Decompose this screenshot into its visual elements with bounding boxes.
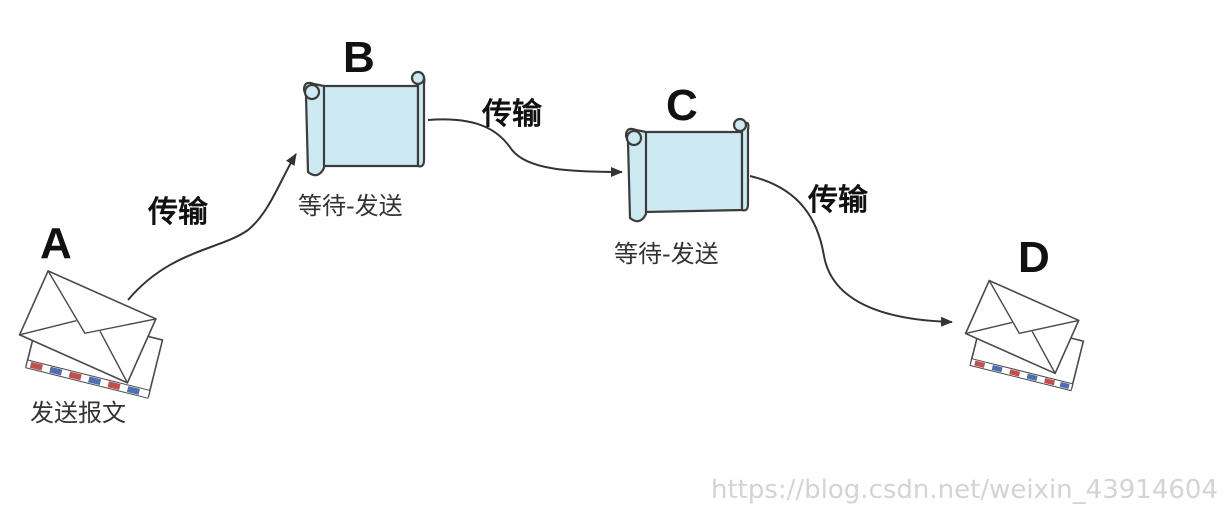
node-c: C 等待-发送 (614, 81, 750, 268)
node-b-letter: B (343, 33, 375, 82)
edge-c-d-label: 传输 (807, 183, 869, 218)
watermark-text: https://blog.csdn.net/weixin_43914604 (711, 475, 1218, 505)
envelope-stack-icon (964, 279, 1085, 392)
edge-a-b-label: 传输 (147, 195, 209, 230)
arrow-b-c (427, 118, 623, 177)
node-c-caption: 等待-发送 (614, 240, 719, 268)
node-d-letter: D (1018, 233, 1050, 282)
node-a-caption: 发送报文 (30, 399, 126, 427)
node-c-letter: C (666, 81, 698, 130)
envelope-stack-icon (18, 269, 164, 399)
scroll-icon (624, 117, 750, 223)
node-b: B 等待-发送 (298, 33, 426, 220)
arrow-c-d (749, 175, 953, 327)
edge-b-c-label: 传输 (481, 97, 543, 132)
scroll-icon (302, 70, 426, 177)
node-b-caption: 等待-发送 (298, 192, 403, 220)
edge-c-d: 传输 (749, 175, 953, 327)
node-a: A 发送报文 (18, 219, 164, 427)
edge-a-b: 传输 (127, 153, 297, 301)
node-a-letter: A (40, 219, 72, 268)
arrow-a-b (127, 153, 297, 301)
node-d: D (964, 233, 1085, 392)
edge-b-c: 传输 (427, 97, 623, 177)
